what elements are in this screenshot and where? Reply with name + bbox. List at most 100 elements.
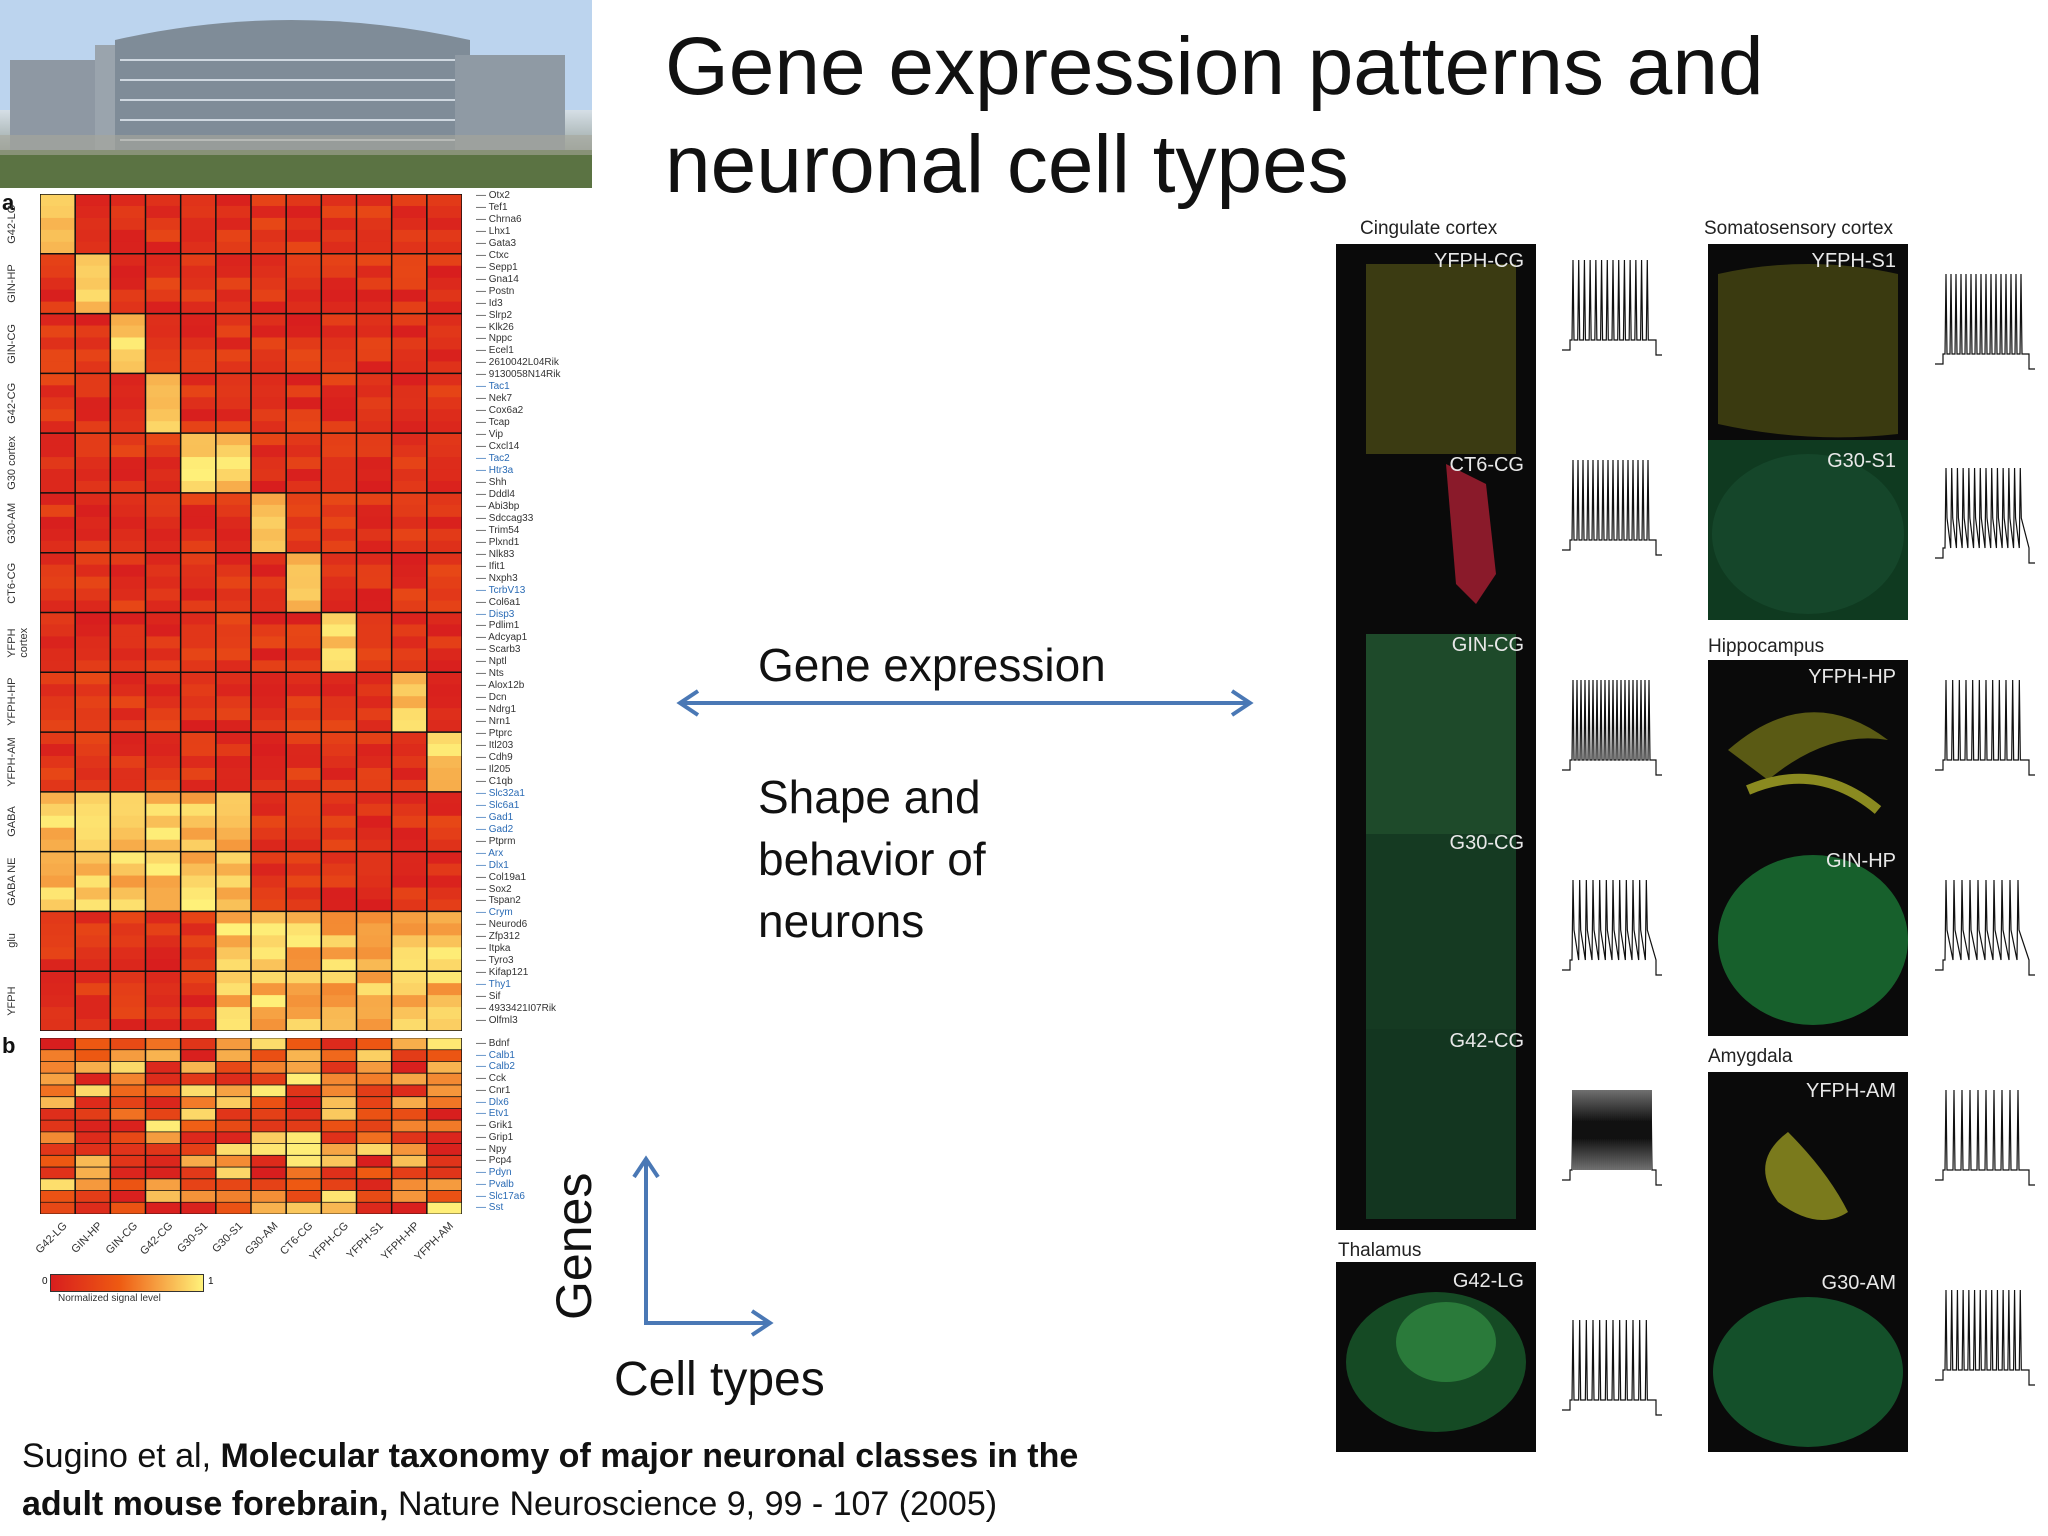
heat-cell [75, 851, 111, 865]
heat-cell [75, 720, 111, 733]
heat-cell [180, 779, 217, 793]
heat-cell [426, 1096, 462, 1109]
heat-cell [391, 564, 428, 578]
heat-cell [321, 564, 357, 578]
heat-cell [321, 480, 357, 494]
heat-cell [391, 253, 428, 267]
heat-cell [356, 1120, 393, 1133]
gene-label: — Bdnf [476, 1038, 510, 1049]
heat-cell [145, 732, 182, 745]
heat-cell [180, 803, 217, 817]
heat-cell [75, 385, 111, 398]
genes-axis-label: Genes [546, 1172, 602, 1320]
heat-cell [40, 696, 76, 709]
gene-label: — Slc6a1 [476, 799, 520, 811]
heat-cell [110, 1190, 146, 1203]
heat-cell [40, 1190, 76, 1203]
heat-cell [426, 672, 462, 685]
heat-cell [251, 851, 287, 865]
heat-cell [145, 1190, 182, 1203]
heat-cell [251, 1190, 287, 1203]
heat-cell [251, 1143, 287, 1156]
heat-cell [251, 648, 287, 661]
heat-cell [321, 827, 357, 841]
heat-cell [251, 779, 287, 793]
heat-cell [180, 1143, 217, 1156]
heat-cell [180, 289, 217, 303]
heat-cell [180, 1178, 217, 1192]
heat-cell [40, 636, 76, 649]
heat-cell [286, 1049, 322, 1062]
heat-cell [215, 1143, 252, 1156]
heat-cell [321, 720, 357, 733]
heat-cell [145, 827, 182, 841]
heat-cell [180, 277, 217, 291]
gene-label: — Disp3 [476, 608, 515, 620]
heat-cell [145, 397, 182, 410]
heat-cell [75, 1155, 111, 1168]
heat-cell [251, 576, 287, 590]
gene-label: — Arx [476, 847, 504, 859]
heat-cell [356, 528, 393, 542]
heat-cell [321, 767, 357, 781]
heat-cell [40, 1167, 76, 1180]
heat-cell [215, 1131, 252, 1145]
gene-label: — Vip [476, 429, 504, 441]
gene-label: — TcrbV13 [476, 584, 526, 596]
heat-cell [426, 923, 462, 936]
heat-cell [75, 480, 111, 494]
heat-cell [75, 265, 111, 279]
heat-cell [321, 947, 357, 960]
heat-cell [321, 779, 357, 793]
row-group-label: G42-CG [6, 382, 18, 424]
heat-cell [356, 1049, 393, 1062]
heat-cell [391, 636, 428, 649]
heat-cell [75, 469, 111, 482]
heat-cell [75, 552, 111, 566]
gene-label: — Pvalb [476, 1178, 514, 1190]
heat-cell [426, 911, 462, 924]
shape-behavior-line1: Shape and [758, 771, 981, 823]
heat-cell [391, 588, 428, 602]
heat-cell [180, 827, 217, 841]
heat-cell [251, 492, 287, 506]
heat-cell [321, 1131, 357, 1145]
scale-min: 0 [42, 1276, 48, 1287]
heat-cell [426, 744, 462, 757]
heat-cell [40, 433, 76, 446]
heat-cell [286, 839, 322, 853]
gene-label: — 4933421I07Rik [476, 1003, 557, 1015]
heat-cell [356, 421, 393, 434]
label-yfph-cg: YFPH-CG [1434, 250, 1524, 272]
heat-cell [251, 265, 287, 279]
heat-cell [426, 1108, 462, 1121]
heat-cell [145, 301, 182, 315]
heat-cell [75, 433, 111, 446]
heat-cell [286, 516, 322, 530]
heat-cell [251, 1131, 287, 1145]
heat-cell [286, 624, 322, 637]
heat-cell [391, 1019, 428, 1031]
gene-label: — Cox6a2 [476, 405, 524, 417]
heat-cell [251, 911, 287, 924]
column-label: G30-AM [243, 1220, 281, 1258]
heat-cell [110, 983, 146, 996]
heat-cell [286, 959, 322, 972]
heat-cell [215, 588, 252, 602]
scale-label: Normalized signal level [58, 1293, 161, 1304]
heat-cell [286, 397, 322, 410]
heat-cell [145, 1120, 182, 1133]
heat-cell [40, 684, 76, 697]
heat-cell [286, 445, 322, 458]
heat-cell [391, 528, 428, 542]
heat-cell [110, 253, 146, 267]
heat-cell [321, 397, 357, 410]
heat-cell [145, 241, 182, 255]
heat-cell [321, 672, 357, 685]
heat-cell [251, 612, 287, 625]
heat-cell [321, 755, 357, 769]
heat-cell [251, 1108, 287, 1121]
heat-cell [251, 289, 287, 303]
gene-label: — Gad1 [476, 811, 514, 823]
